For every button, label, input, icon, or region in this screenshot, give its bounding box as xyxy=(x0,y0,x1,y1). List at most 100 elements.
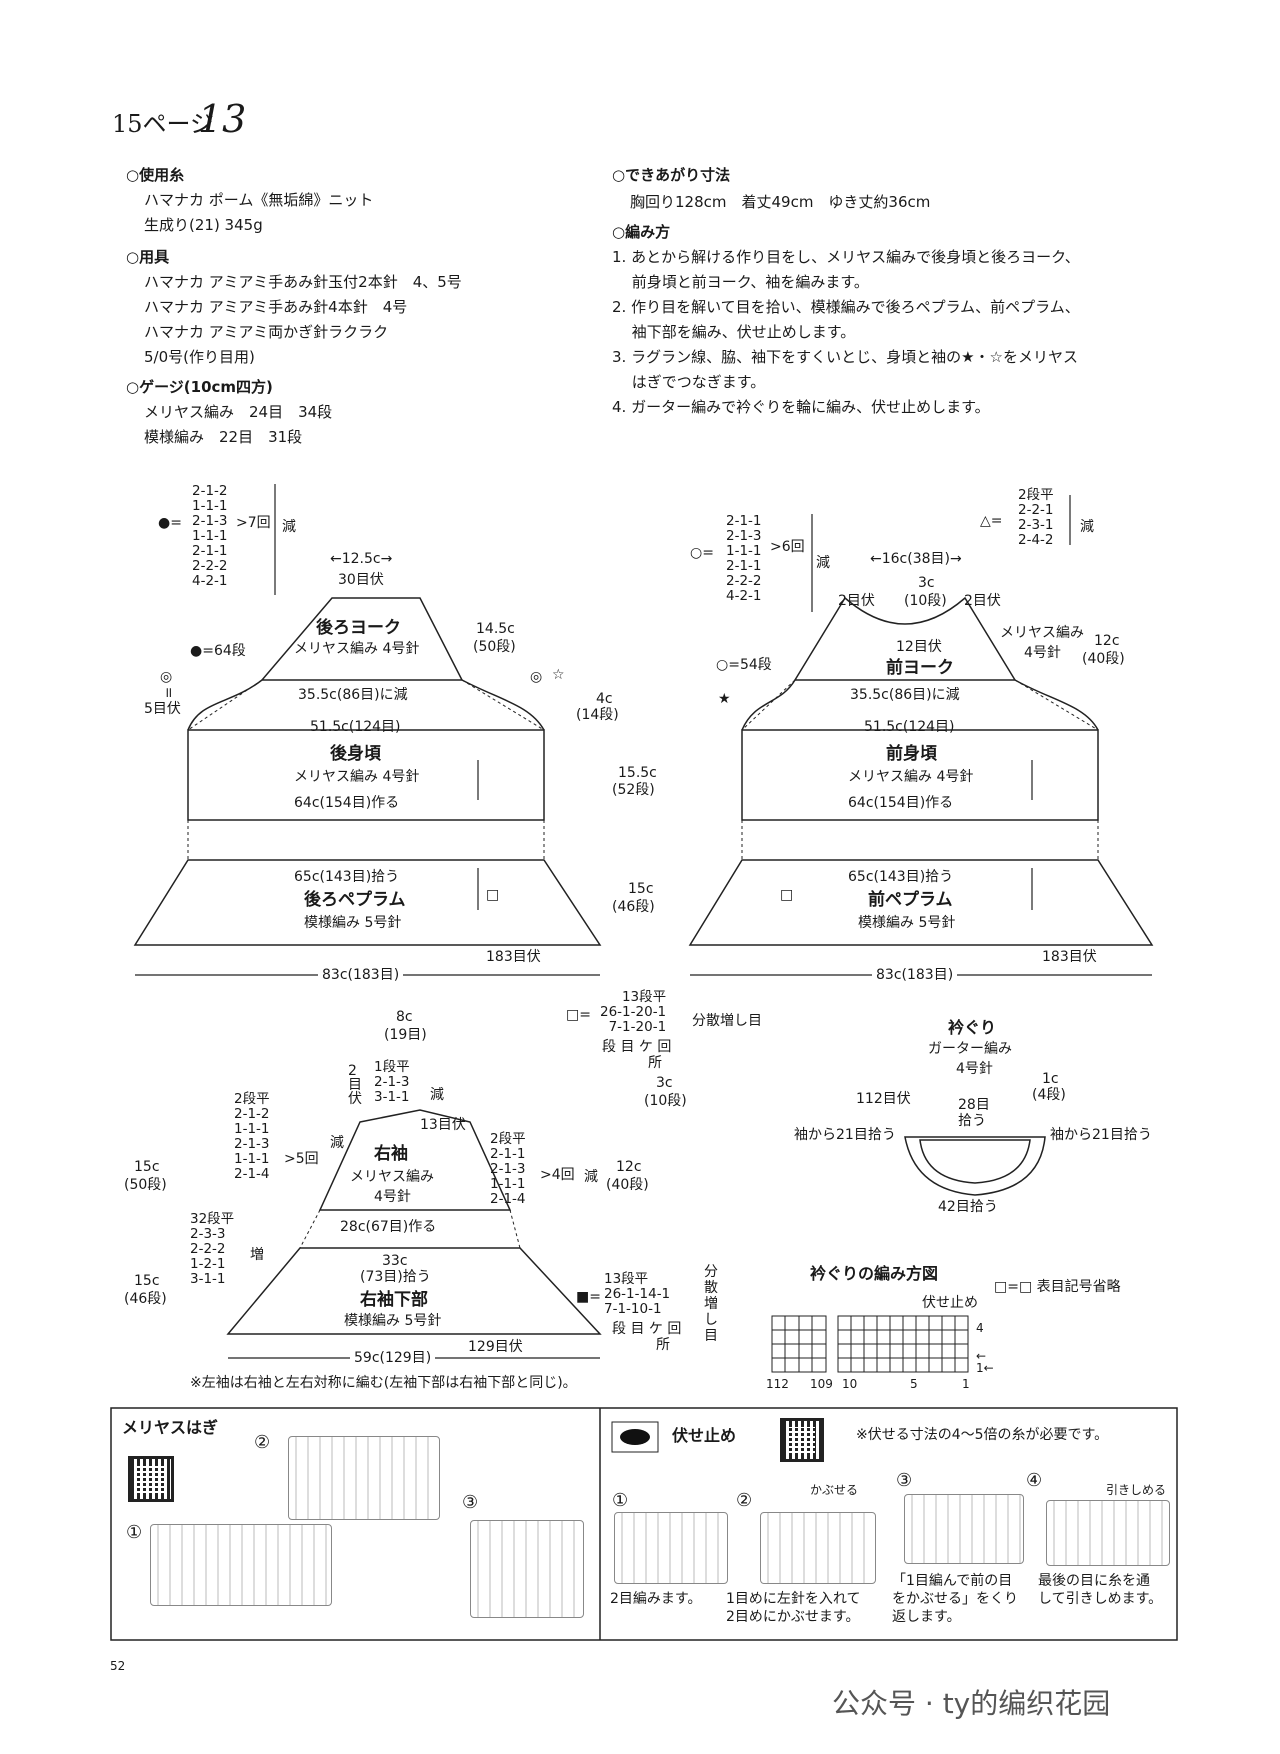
fuse-step-num: ④ xyxy=(1026,1470,1043,1491)
sleeve-pick-stitches: (73目)拾う xyxy=(360,1269,431,1285)
fuse-illustration xyxy=(760,1512,876,1584)
front-yoke-rows2: (40段) xyxy=(1082,651,1125,667)
gauge-title: ○ゲージ(10cm四方) xyxy=(126,378,273,396)
circle-icon: ◎ xyxy=(530,669,543,685)
neck-sub2: 4号針 xyxy=(956,1061,993,1077)
neck-left: 袖から21目拾う xyxy=(794,1127,896,1143)
front-peplum-bind: 183目伏 xyxy=(1042,949,1097,965)
fuse-step-text: 2目編みます。 xyxy=(610,1591,702,1607)
front-peplum-sub: 模様編み 5号針 xyxy=(858,915,956,931)
sleeve-inc2-symbol: ■= xyxy=(576,1289,601,1305)
meriyasu-title: メリヤスはぎ xyxy=(122,1418,219,1437)
back-body-rows: (52段) xyxy=(612,782,655,798)
star-filled-icon: ★ xyxy=(718,691,731,707)
neck-chart-legend: □=□ 表目記号省略 xyxy=(994,1279,1121,1295)
square-icon: □ xyxy=(780,887,794,903)
front-body-title: 前身頃 xyxy=(886,744,937,764)
back-yoke-height: 14.5c xyxy=(476,621,515,637)
sleeve-title: 右袖 xyxy=(374,1144,408,1164)
back-yoke-title: 後ろヨーク xyxy=(316,618,401,638)
neck-row-num: 4 xyxy=(976,1321,984,1335)
sleeve-top-stitches: (19目) xyxy=(384,1027,427,1043)
back-dec-label: 減 xyxy=(282,519,296,535)
front-tri-label: 減 xyxy=(1080,519,1094,535)
page-reference: 15ページ xyxy=(112,110,215,138)
sleeve-lower-height: 15c xyxy=(134,1273,160,1289)
back-body-cast: 64c(154目)作る xyxy=(294,795,400,811)
sleeve-inc2-legend2: 所 xyxy=(656,1337,670,1353)
neck-chart-title: 衿ぐりの編み方図 xyxy=(810,1264,939,1283)
sleeve-inc2-label: 分散増し目 xyxy=(704,1264,718,1344)
sleeve-top-rows: (10段) xyxy=(644,1093,687,1109)
neck-col-num: 1 xyxy=(962,1377,970,1391)
fuse-step-tag: かぶせる xyxy=(810,1483,859,1497)
neck-pick28b: 拾う xyxy=(958,1113,986,1129)
sleeve-inc2-legend: 段 目 ケ 回 xyxy=(612,1321,682,1337)
equals-icon: ॥ xyxy=(164,685,173,701)
back-yoke-shape xyxy=(260,597,464,681)
fuse-step-num: ② xyxy=(736,1490,753,1511)
front-dec-symbol: ○= xyxy=(690,545,714,561)
neck-col-num: 112 xyxy=(766,1377,789,1391)
sleeve-inc-label: 増 xyxy=(250,1247,264,1263)
back-body-shape xyxy=(187,729,545,821)
size-title: ○できあがり寸法 xyxy=(612,166,731,184)
front-yoke-knit: メリヤス編み xyxy=(1000,625,1084,641)
neck-col-num: 5 xyxy=(910,1377,918,1391)
page-number: 52 xyxy=(110,1659,126,1673)
sleeve-left-times: >5回 xyxy=(284,1151,319,1167)
qr-code-icon xyxy=(780,1418,824,1462)
fuse-step-text: 「1目編んで前の目 xyxy=(892,1573,1013,1589)
fuse-step-text: 最後の目に糸を通 xyxy=(1038,1573,1150,1589)
method-title: ○編み方 xyxy=(612,223,671,241)
front-neck-bind-center: 12目伏 xyxy=(896,639,942,655)
fuse-illustration xyxy=(904,1494,1024,1564)
sleeve-width: 59c(129目) xyxy=(350,1351,436,1365)
front-yoke-title: 前ヨーク xyxy=(886,658,954,678)
sleeve-top-width: 8c xyxy=(396,1009,413,1025)
front-neck-rows: (10段) xyxy=(904,593,947,609)
back-peplum-shape xyxy=(133,859,602,946)
neck-rows: (4段) xyxy=(1032,1087,1066,1103)
fuse-step-text: 2目めにかぶせます。 xyxy=(726,1609,860,1625)
meriyasu-illustration xyxy=(288,1436,440,1520)
front-yoke-bottom: 35.5c(86目)に減 xyxy=(850,687,960,703)
back-peplum-sub: 模様編み 5号針 xyxy=(304,915,402,931)
fuse-step-text: 1目めに左針を入れて xyxy=(726,1591,861,1607)
sleeve-right-height: 12c xyxy=(616,1159,642,1175)
inc-note-label: 分散増し目 xyxy=(692,1013,762,1029)
star-outline-icon: ☆ xyxy=(552,667,565,683)
neck-sub1: ガーター編み xyxy=(928,1041,1012,1057)
mh-step-num: ② xyxy=(254,1432,271,1453)
back-body-title: 後身頃 xyxy=(330,744,381,764)
back-body-sub: メリヤス編み 4号針 xyxy=(294,769,420,785)
yarn-title: ○使用糸 xyxy=(126,166,185,184)
neck-title: 衿ぐり xyxy=(948,1018,997,1037)
front-yoke-rows: ○=54段 xyxy=(716,657,772,673)
sleeve-bind129: 129目伏 xyxy=(468,1339,523,1355)
back-peplum-bind: 183目伏 xyxy=(486,949,541,965)
sleeve-left-rows: (50段) xyxy=(124,1177,167,1193)
qr-code-icon xyxy=(128,1456,174,1502)
square-icon: □ xyxy=(486,887,500,903)
neck-row-num: ← xyxy=(976,1349,987,1363)
method-steps: 1. あとから解ける作り目をし、メリヤス編みで後身頃と後ろヨーク、 前身頃と前ヨ… xyxy=(612,248,1080,416)
sleeve-note: ※左袖は右袖と左右対称に編む(左袖下部は右袖下部と同じ)。 xyxy=(190,1375,577,1391)
circle-icon: ◎ xyxy=(160,669,173,685)
back-yoke-rows2: (50段) xyxy=(473,639,516,655)
fuse-step-text: して引きしめます。 xyxy=(1038,1591,1163,1607)
fuse-step-num: ① xyxy=(612,1490,629,1511)
front-peplum-width: 83c(183目) xyxy=(872,968,958,982)
front-yoke-needle: 4号針 xyxy=(1024,645,1061,661)
watermark: 公众号 · ty的编织花园 xyxy=(832,1687,1111,1720)
front-yoke-top: ←16c(38目)→ xyxy=(870,551,962,567)
front-peplum-title: 前ペプラム xyxy=(868,890,953,910)
